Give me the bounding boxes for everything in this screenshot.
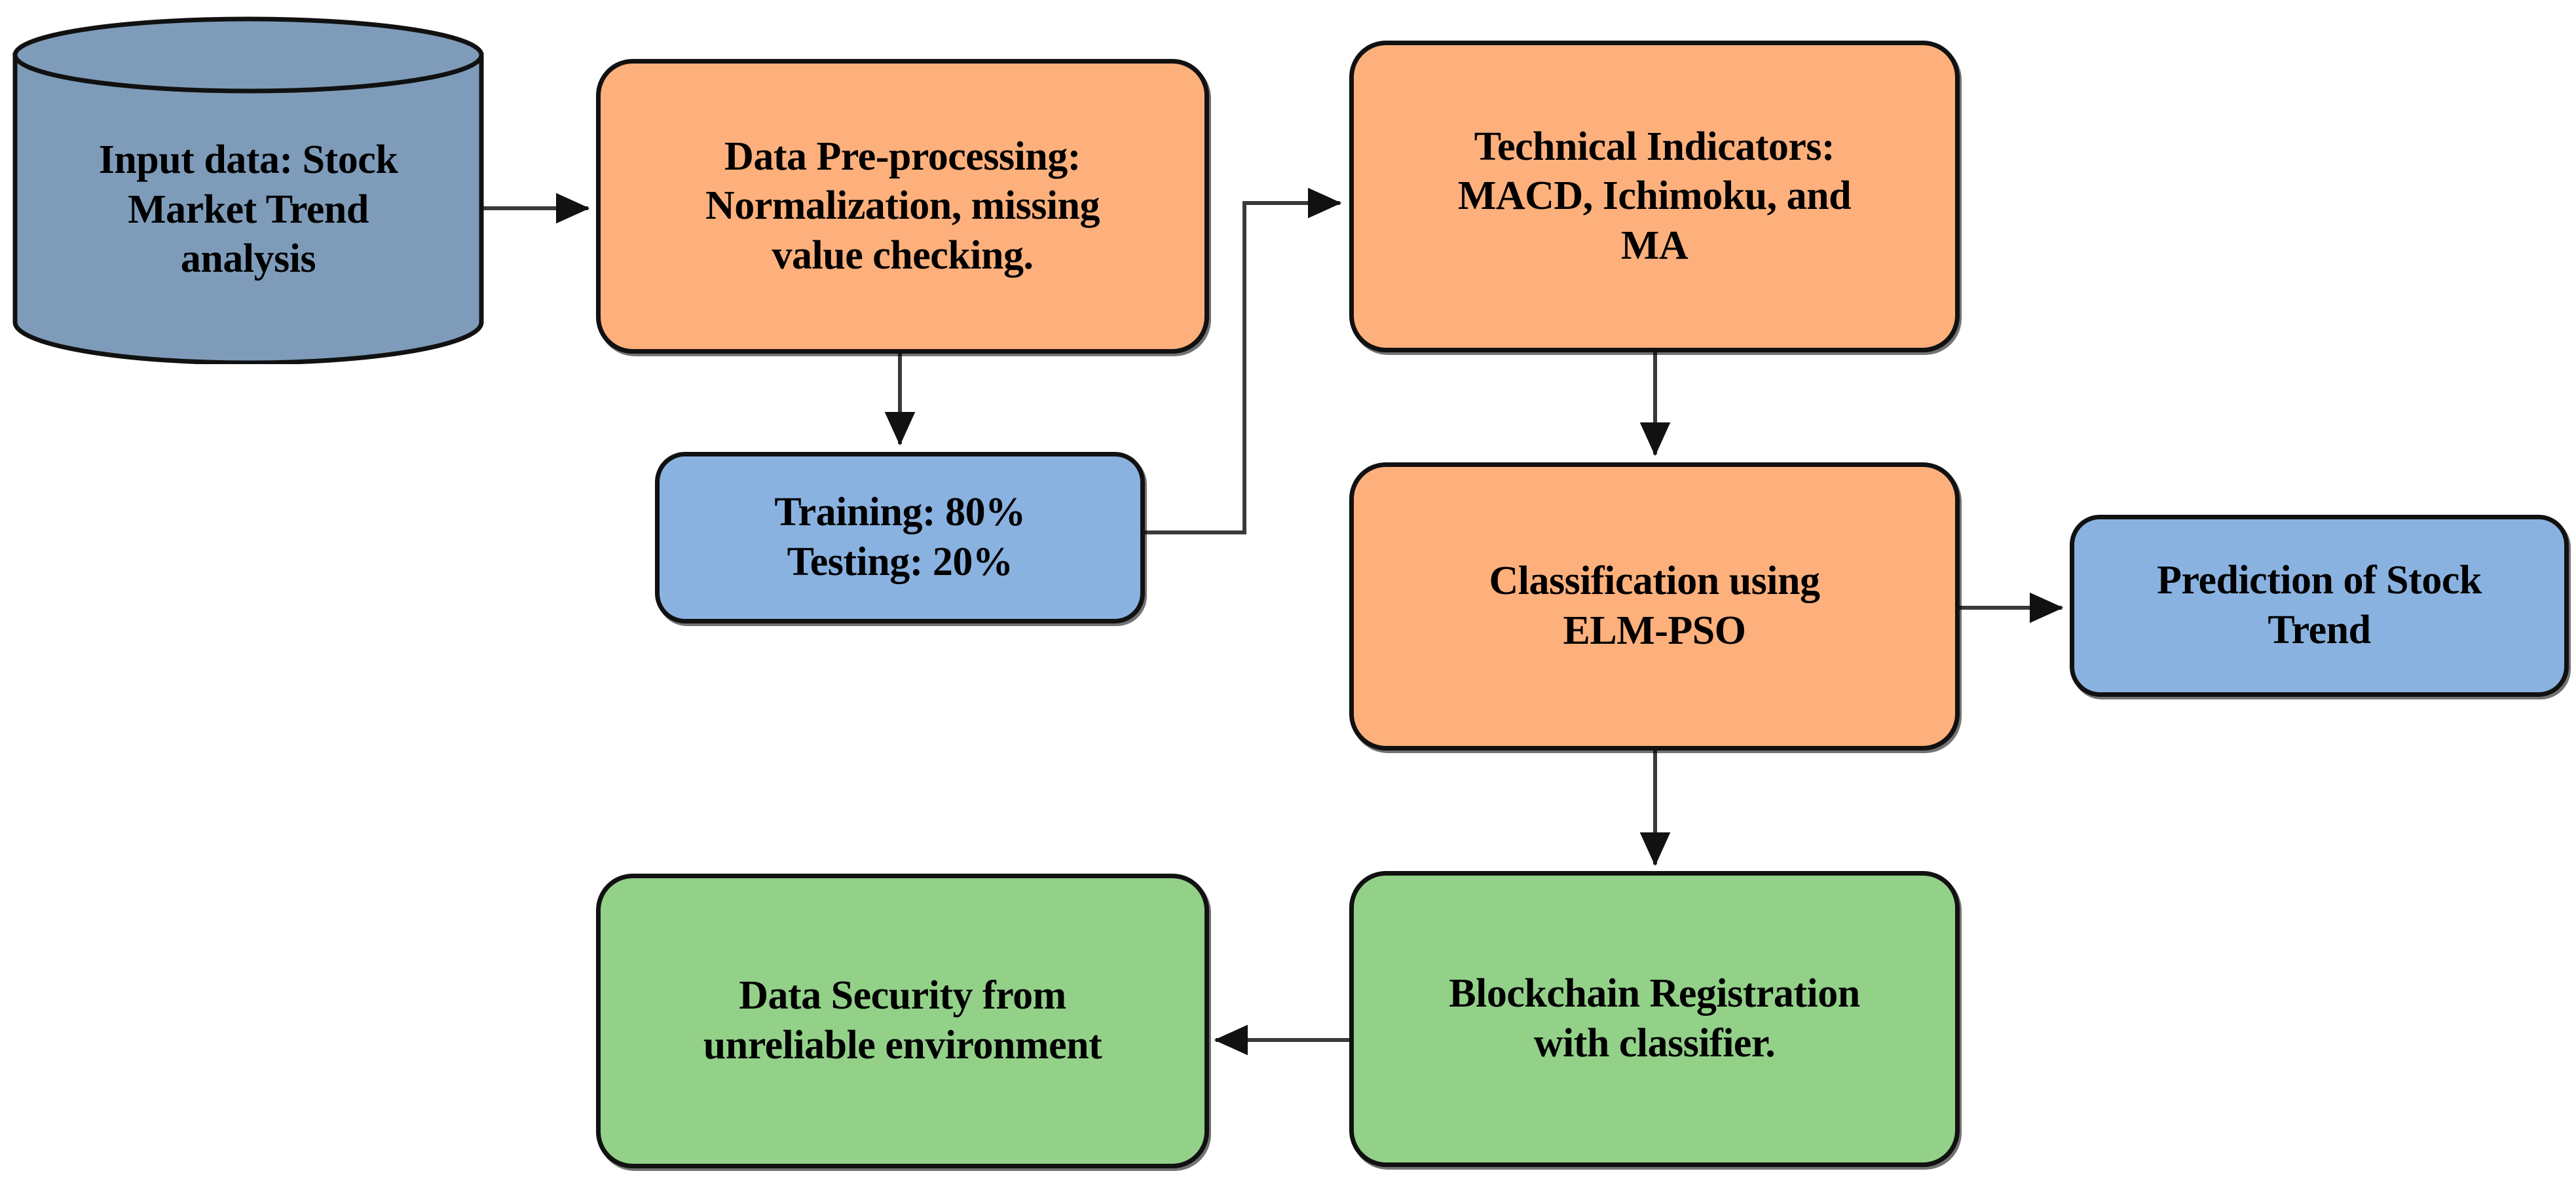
node-split[interactable]: Training: 80% Testing: 20% (655, 452, 1145, 623)
node-classification[interactable]: Classification using ELM-PSO (1349, 462, 1960, 751)
node-preprocessing[interactable]: Data Pre-processing: Normalization, miss… (596, 59, 1209, 354)
node-prediction-label: Prediction of Stock Trend (2157, 558, 2482, 652)
node-input-data-label: Input data: Stock Market Trend analysis (98, 138, 398, 282)
node-technical-indicators-label: Technical Indicators: MACD, Ichimoku, an… (1457, 124, 1852, 268)
node-prediction[interactable]: Prediction of Stock Trend (2070, 515, 2569, 697)
node-classification-label: Classification using ELM-PSO (1489, 559, 1820, 653)
node-preprocessing-label: Data Pre-processing: Normalization, miss… (705, 134, 1100, 278)
node-input-data[interactable]: Input data: Stock Market Trend analysis (9, 14, 487, 364)
node-blockchain[interactable]: Blockchain Registration with classifier. (1349, 871, 1960, 1167)
node-blockchain-label: Blockchain Registration with classifier. (1449, 971, 1860, 1066)
node-data-security[interactable]: Data Security from unreliable environmen… (596, 874, 1209, 1168)
node-split-label: Training: 80% Testing: 20% (774, 490, 1026, 584)
node-data-security-label: Data Security from unreliable environmen… (703, 973, 1102, 1067)
node-technical-indicators[interactable]: Technical Indicators: MACD, Ichimoku, an… (1349, 41, 1960, 352)
database-cylinder-icon (12, 16, 484, 364)
